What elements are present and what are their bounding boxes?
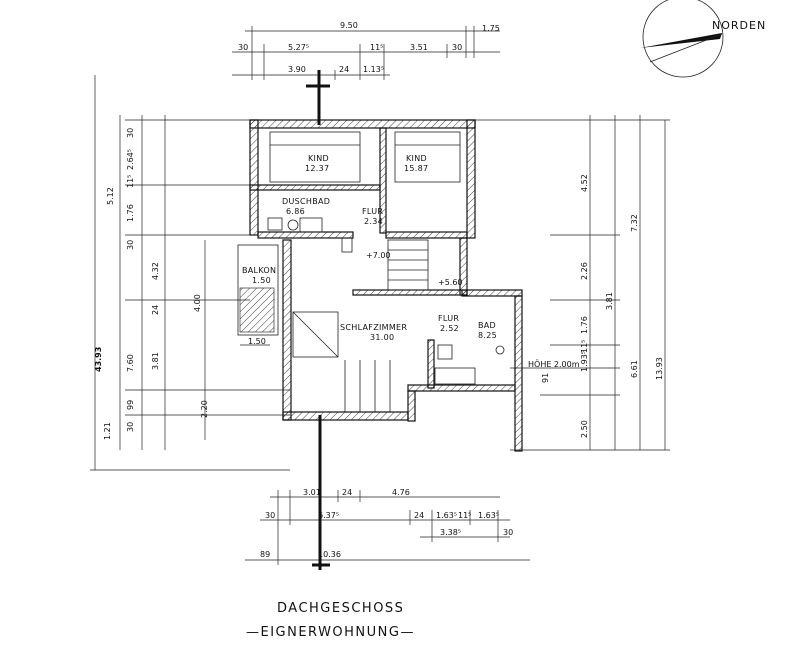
room-balkon-area: 1.50 (252, 276, 271, 285)
dim-left-k: 99 (126, 400, 135, 410)
dim-top-segment-a: 5.27⁵ (288, 43, 309, 52)
plan-subtitle: —EIGNERWOHNUNG— (246, 625, 415, 640)
dim-top-segment-c: 3.51 (410, 43, 428, 52)
dim-right-c: 2.26 (580, 262, 589, 280)
room-bad-area: 8.25 (478, 331, 497, 340)
dim-right-j: 2.50 (580, 420, 589, 438)
dim-left-balcony: 1.50 (248, 337, 266, 346)
dim-bottom-a: 3.01 (303, 488, 321, 497)
dim-bottom-f: 24 (414, 511, 424, 520)
room-kind-2-area: 15.87 (404, 164, 428, 173)
top-dimension-lines (232, 26, 500, 125)
dim-right-e: 1.76 (580, 316, 589, 334)
dim-bottom-c: 4.76 (392, 488, 410, 497)
dim-left-i: 3.81 (151, 352, 160, 370)
plan-title: DACHGESCHOSS (277, 601, 404, 616)
dim-bottom-g: 1.63⁵ (436, 511, 457, 520)
dim-bottom-total: 10.36 (318, 550, 341, 559)
dim-right-g: 11⁵ (580, 340, 589, 353)
dim-left-wall-top: 30 (126, 128, 135, 138)
right-dimension-lines (470, 115, 670, 451)
dim-bottom-b: 24 (342, 488, 352, 497)
dim-right-b: 7.32 (630, 214, 639, 232)
dim-left-f: 4.32 (151, 262, 160, 280)
dim-bottom-k: 30 (503, 528, 513, 537)
dim-left-b: 11⁵ (126, 175, 135, 188)
dim-right-d: 3.81 (605, 292, 614, 310)
dim-left-j: 7.60 (126, 354, 135, 372)
dim-left-m: 30 (126, 422, 135, 432)
dim-right-i: 91 (541, 373, 550, 383)
dim-bottom-j: 3.38⁵ (440, 528, 461, 537)
dim-top-wall-right: 30 (452, 43, 462, 52)
room-flur-2-area: 2.52 (440, 324, 459, 333)
level-marker-upper: +7.00 (366, 251, 391, 260)
room-schlafzimmer-area: 31.00 (370, 333, 394, 342)
dim-top-segment-e: 24 (339, 65, 349, 74)
dim-right-a: 4.52 (580, 174, 589, 192)
dim-left-n: 1.21 (103, 422, 112, 440)
room-flur-1-area: 2.34 (364, 217, 383, 226)
north-arrow-icon (640, 0, 724, 78)
dim-left-d: 30 (126, 240, 135, 250)
left-dimension-lines (90, 75, 290, 471)
room-schlafzimmer-name: SCHLAFZIMMER (340, 323, 407, 332)
dim-top-segment-f: 1.13⁵ (363, 65, 384, 74)
room-kind-2-name: KIND (406, 154, 427, 163)
room-bad-name: BAD (478, 321, 496, 330)
dim-left-a: 2.64⁵ (126, 149, 135, 170)
room-kind-1-name: KIND (308, 154, 329, 163)
dim-left-e: 5.12 (106, 187, 115, 205)
bottom-dimension-lines (245, 415, 530, 570)
room-duschbad-name: DUSCHBAD (282, 197, 330, 206)
dim-bottom-h: 11⁵ (458, 511, 471, 520)
dim-left-h: 4.00 (193, 294, 202, 312)
level-marker-lower: +5.60 (438, 278, 463, 287)
dim-left-total: 43.93 (94, 347, 103, 372)
dim-top-wall-left: 30 (238, 43, 248, 52)
dim-bottom-i: 1.63⁵ (478, 511, 499, 520)
dim-top-overhang: 1.75 (482, 24, 500, 33)
floor-plan-walls (237, 119, 523, 452)
dim-top-segment-d: 3.90 (288, 65, 306, 74)
dim-bottom-l: 89 (260, 550, 270, 559)
dim-left-g: 24 (151, 305, 160, 315)
north-label: NORDEN (712, 19, 766, 32)
dim-top-segment-b: 11⁵ (370, 43, 383, 52)
dim-right-h: 6.61 (630, 360, 639, 378)
room-kind-1-area: 12.37 (305, 164, 329, 173)
dim-right-f: 1.93⁵ (580, 351, 589, 372)
dim-bottom-d: 30 (265, 511, 275, 520)
height-note: HÖHE 2.00m (528, 359, 580, 369)
room-duschbad-area: 6.86 (286, 207, 305, 216)
dim-left-c: 1.76 (126, 204, 135, 222)
dim-left-l: 2.20 (200, 400, 209, 418)
room-flur-2-name: FLUR (438, 314, 459, 323)
room-balkon-name: BALKON (242, 266, 276, 275)
dim-bottom-e: 6.37⁵ (318, 511, 339, 520)
dim-right-total: 13.93 (655, 357, 664, 380)
room-flur-1-name: FLUR (362, 207, 383, 216)
dim-top-total: 9.50 (340, 21, 358, 30)
